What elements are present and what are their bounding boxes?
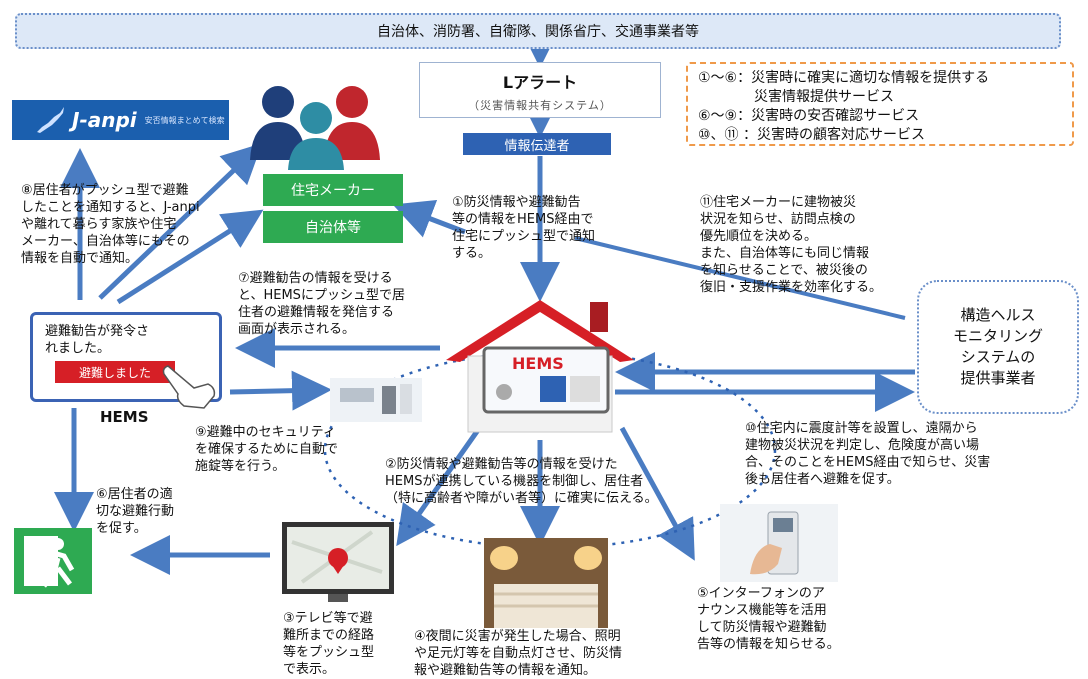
housing-maker-box: 住宅メーカー: [263, 174, 403, 206]
legend-box: ①～⑥：災害時に確実に適切な情報を提供する 災害情報提供サービス ⑥～⑨：災害時…: [686, 62, 1074, 146]
note-7: ⑦避難勧告の情報を受ける と、HEMSにプッシュ型で居 住者の避難情報を発信する…: [238, 271, 405, 337]
intercom-image: [720, 504, 838, 582]
structural-monitoring-provider: 構造ヘルス モニタリング システムの 提供事業者: [917, 280, 1079, 414]
note-10: ⑩住宅内に震度計等を設置し、遠隔から 建物被災状況を判定し、危険度が高い場 合、…: [745, 421, 991, 487]
j-anpi-wordmark: J-anpi: [72, 108, 137, 132]
note-3: ③テレビ等で避 難所までの経路 等をプッシュ型 で表示。: [283, 611, 375, 677]
l-alert-box: Lアラート （災害情報共有システム）: [419, 62, 661, 118]
pointing-hand-icon: [162, 365, 216, 409]
door-lock-icon: [330, 378, 422, 422]
l-alert-title: Lアラート: [502, 73, 578, 92]
note-6: ⑥居住者の適 切な避難行動 を促す。: [96, 487, 175, 536]
note-1: ①防災情報や避難勧告 等の情報をHEMS経由で 住宅にプッシュ型で通知 する。: [452, 195, 596, 261]
note-11: ⑪住宅メーカーに建物被災 状況を知らせ、訪問点検の 優先順位を決める。 また、自…: [700, 195, 883, 295]
arrow-house-to-intercom: [619, 426, 695, 561]
legend-line: ①～⑥：災害時に確実に適切な情報を提供する: [698, 70, 990, 86]
legend-line: ⑩、⑪ ：災害時の顧客対応サービス: [698, 127, 926, 143]
note-9: ⑨避難中のセキュリティ を確保するために自動で 施錠等を行う。: [195, 425, 339, 474]
evacuated-button[interactable]: 避難しました: [55, 361, 175, 383]
hems-panel-caption: HEMS: [100, 408, 149, 426]
hems-panel-message: 避難勧告が発令さ れました。: [45, 324, 150, 356]
arrow-house-to-tv: [396, 428, 481, 547]
japan-map-icon: [37, 107, 64, 133]
legend-line: ⑥～⑨：災害時の安否確認サービス: [698, 108, 920, 124]
arrow-panel-to-family: [98, 143, 263, 300]
note-8: ⑧居住者がプッシュ型で避難 したことを通知すると、J-anpi や離れて暮らす家…: [21, 183, 200, 266]
arrow-panel-to-lock: [229, 370, 332, 411]
note-4: ④夜間に災害が発生した場合、照明 や足元灯等を自動点灯させ、防災情 報や避難勧告…: [414, 629, 623, 678]
bedroom-lighting-image: [484, 538, 608, 628]
line-provider-to-maker: [574, 236, 906, 320]
note-5: ⑤インターフォンのア ナウンス機能等を活用 して防災情報や避難勧 告等の情報を知…: [697, 586, 840, 652]
legend-line: 災害情報提供サービス: [698, 89, 894, 105]
emergency-exit-icon: [14, 528, 92, 594]
family-icon: [250, 86, 380, 170]
note-2: ②防災情報や避難勧告等の情報を受けた HEMSが連携している機器を制御し、居住者…: [385, 457, 658, 506]
arrow-panel-to-maker: [116, 209, 264, 305]
house-hems-label: HEMS: [512, 354, 564, 373]
j-anpi-tagline: 安否情報まとめて検索: [144, 115, 225, 125]
house-illustration: [446, 300, 634, 433]
municipality-box: 自治体等: [263, 211, 403, 243]
j-anpi-logo: J-anpi 安否情報まとめて検索: [12, 100, 229, 140]
info-transmitter-bar: 情報伝達者: [463, 133, 611, 155]
l-alert-subtitle: （災害情報共有システム）: [468, 99, 612, 112]
arrow-intercom-to-maker: [392, 199, 466, 238]
tv-route-map-icon: [282, 522, 394, 602]
stakeholder-banner: 自治体、消防署、自衛隊、関係省庁、交通事業者等: [15, 13, 1061, 49]
